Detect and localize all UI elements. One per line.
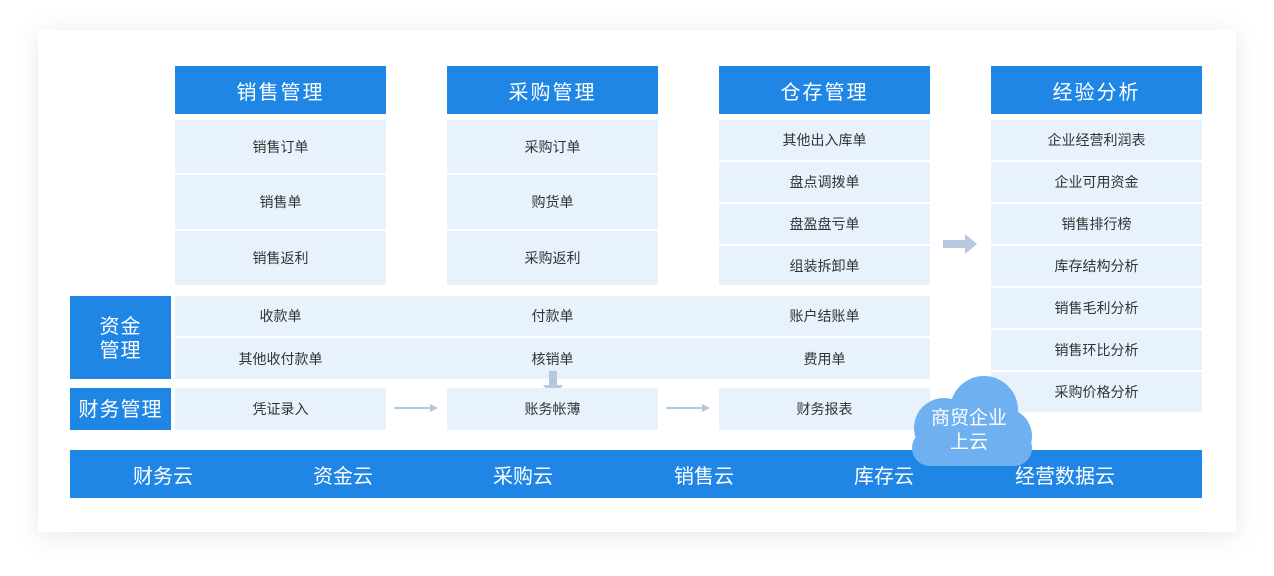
funds-label-line2: 管理 bbox=[99, 337, 142, 362]
funds-item: 账户结账单 bbox=[789, 309, 860, 325]
module-header-purchase: 采购管理 bbox=[447, 66, 658, 114]
purchase-item: 购货单 bbox=[447, 175, 658, 229]
bar-item-inventory-cloud: 库存云 bbox=[854, 463, 914, 488]
analysis-item: 采购价格分析 bbox=[991, 372, 1202, 412]
cloud-label-line1: 商贸企业 bbox=[930, 407, 1007, 429]
analysis-item: 库存结构分析 bbox=[991, 246, 1202, 286]
finance-item: 财务报表 bbox=[719, 388, 930, 430]
warehouse-item: 盘盈盘亏单 bbox=[719, 204, 930, 244]
module-header-analysis: 经验分析 bbox=[991, 66, 1202, 114]
bar-item-purchase-cloud: 采购云 bbox=[493, 463, 553, 488]
bar-item-sales-cloud: 销售云 bbox=[674, 463, 734, 488]
funds-item: 收款单 bbox=[259, 309, 302, 325]
funds-item: 核销单 bbox=[531, 351, 574, 368]
cloud-label: 商贸企业 上云 bbox=[914, 406, 1024, 454]
purchase-item: 采购返利 bbox=[447, 231, 658, 285]
funds-row bbox=[175, 296, 930, 336]
finance-item: 账务帐薄 bbox=[447, 388, 658, 430]
bar-item-funds-cloud: 资金云 bbox=[313, 463, 373, 488]
warehouse-item: 其他出入库单 bbox=[719, 120, 930, 160]
analysis-item: 企业可用资金 bbox=[991, 162, 1202, 202]
sales-item: 销售订单 bbox=[175, 120, 386, 173]
cloud-label-line2: 上云 bbox=[949, 431, 988, 453]
warehouse-item: 盘点调拨单 bbox=[719, 162, 930, 202]
analysis-item: 销售排行榜 bbox=[991, 204, 1202, 244]
funds-item: 其他收付款单 bbox=[238, 351, 323, 368]
purchase-item: 采购订单 bbox=[447, 120, 658, 173]
module-header-sales: 销售管理 bbox=[175, 66, 386, 114]
module-header-warehouse: 仓存管理 bbox=[719, 66, 930, 114]
funds-item: 费用单 bbox=[803, 351, 846, 368]
analysis-item: 企业经营利润表 bbox=[991, 120, 1202, 160]
cloud-icon bbox=[912, 376, 1032, 466]
diagram-card: 销售管理 采购管理 仓存管理 经验分析 销售订单 销售单 销售返利 采购订单 购… bbox=[38, 30, 1236, 532]
analysis-item: 销售环比分析 bbox=[991, 330, 1202, 370]
finance-item: 凭证录入 bbox=[175, 388, 386, 430]
funds-item: 付款单 bbox=[531, 309, 574, 325]
bar-item-operations-cloud: 经营数据云 bbox=[1015, 463, 1115, 488]
funds-label: 资金 管理 bbox=[70, 296, 171, 379]
sales-item: 销售单 bbox=[175, 175, 386, 229]
funds-label-line1: 资金 bbox=[99, 313, 142, 338]
right-arrow-icon bbox=[666, 404, 710, 412]
right-arrow-icon bbox=[394, 404, 438, 412]
right-arrow-icon bbox=[943, 234, 977, 254]
sales-item: 销售返利 bbox=[175, 231, 386, 285]
finance-label: 财务管理 bbox=[70, 388, 171, 430]
warehouse-item: 组装拆卸单 bbox=[719, 246, 930, 285]
bar-item-finance-cloud: 财务云 bbox=[133, 463, 193, 488]
analysis-item: 销售毛利分析 bbox=[991, 288, 1202, 328]
